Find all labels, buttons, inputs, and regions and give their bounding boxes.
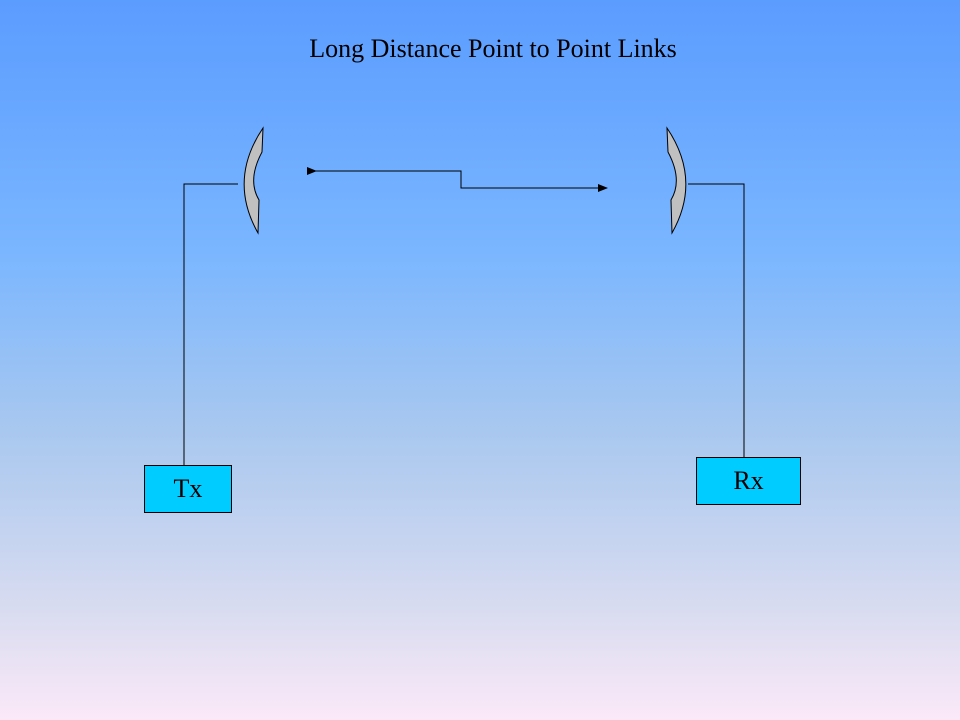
tx-feed-line xyxy=(183,183,238,465)
rx-dish-icon xyxy=(666,126,687,235)
tx-box: Tx xyxy=(144,465,232,513)
link-arrow xyxy=(307,167,608,192)
rx-feed-line xyxy=(688,183,745,457)
tx-dish-icon xyxy=(243,126,264,235)
rx-box: Rx xyxy=(696,457,801,505)
diagram-title: Long Distance Point to Point Links xyxy=(309,34,677,63)
